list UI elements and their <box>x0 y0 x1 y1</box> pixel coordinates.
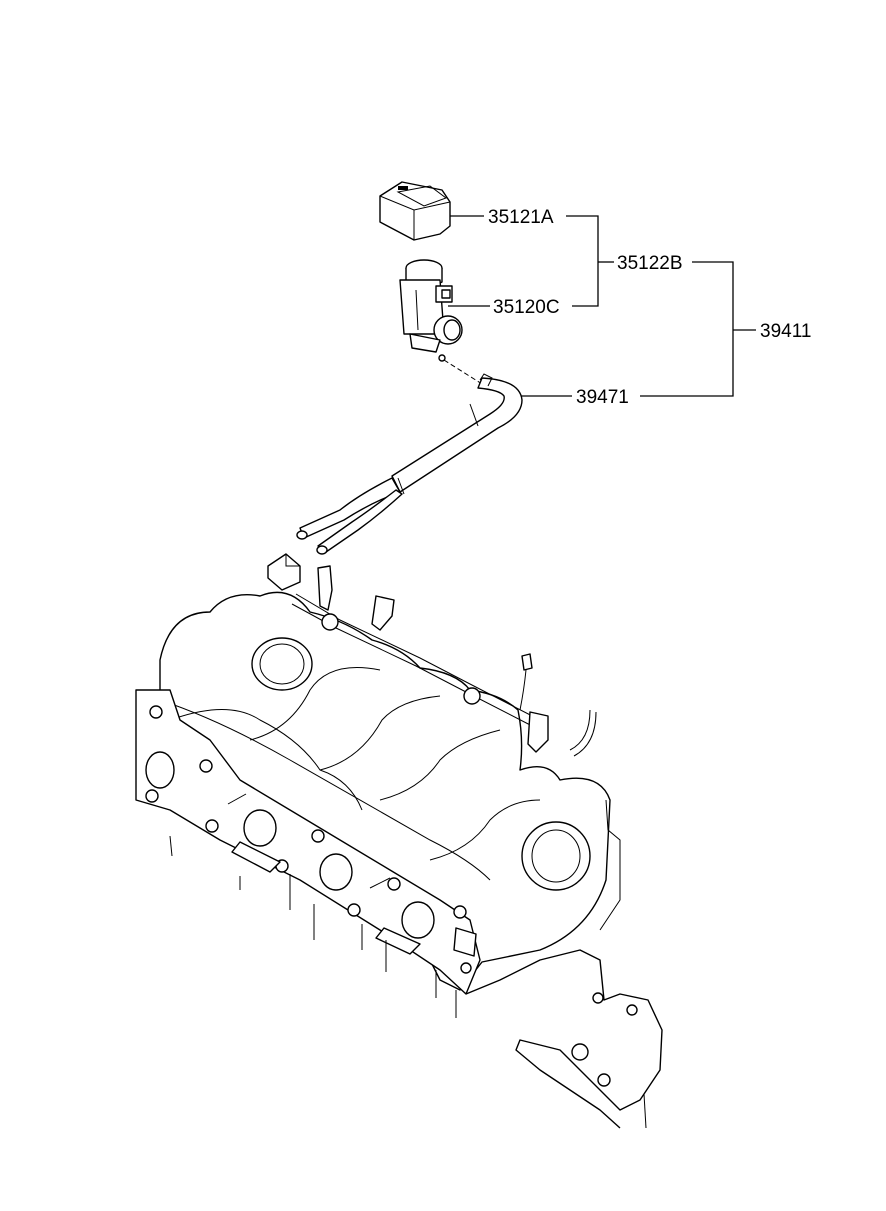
vacuum-hose-drawing <box>296 373 523 555</box>
label-kit: 39411 <box>760 321 811 342</box>
label-assembly: 35122B <box>617 253 683 274</box>
bracket-assembly <box>566 215 599 307</box>
engine-intake-drawing <box>135 553 663 1129</box>
label-hose: 39471 <box>576 387 629 408</box>
pressure-sensor-drawing <box>399 259 463 362</box>
leader-lines <box>448 215 756 397</box>
sensor-cap-drawing <box>379 181 451 241</box>
connection-dashed-line <box>443 359 483 385</box>
label-cap: 35121A <box>488 207 554 228</box>
label-sensor: 35120C <box>493 297 560 318</box>
bracket-kit <box>640 261 734 397</box>
